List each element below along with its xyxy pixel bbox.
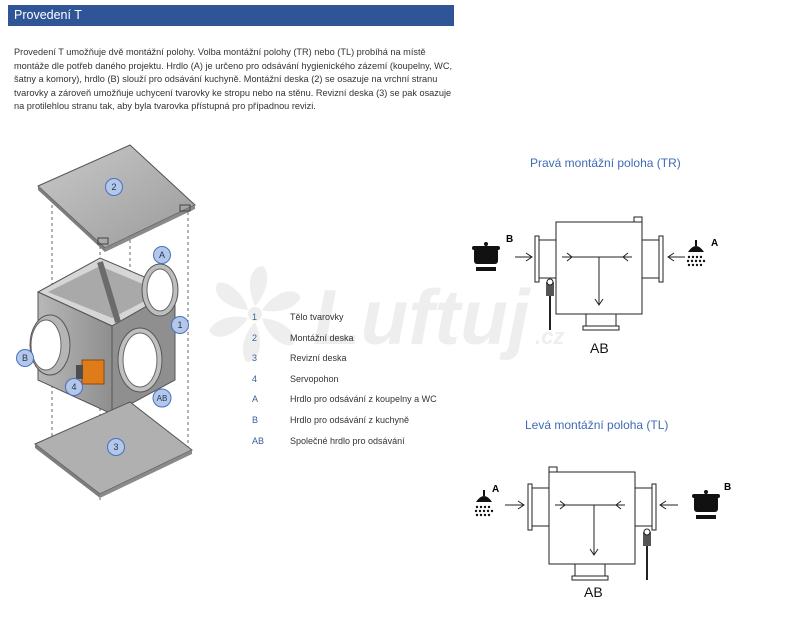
badge-A: A: [153, 246, 171, 264]
exploded-diagram: 2 A 1 B 4 AB 3: [16, 144, 196, 500]
svg-text:AB: AB: [157, 394, 168, 403]
legend-text: Společné hrdlo pro odsávání: [290, 435, 405, 446]
badge-AB: AB: [152, 388, 172, 408]
badge-2: 2: [105, 178, 123, 196]
svg-text:A: A: [492, 484, 499, 495]
legend-row: 4 Servopohon: [252, 374, 462, 395]
svg-text:A: A: [711, 238, 718, 249]
badge-3: 3: [107, 438, 125, 456]
svg-text:A: A: [159, 250, 165, 260]
mounting-plate: [37, 144, 196, 252]
svg-text:1: 1: [177, 320, 182, 330]
badge-B: B: [16, 349, 34, 367]
svg-text:B: B: [22, 353, 28, 363]
tr-servo: [546, 278, 554, 330]
section-title: Provedení T: [14, 8, 82, 22]
tl-outlet-label: AB: [584, 584, 603, 600]
legend-row: AB Společné hrdlo pro odsávání: [252, 436, 462, 457]
legend-row: A Hrdlo pro odsávání z koupelny a WC: [252, 394, 462, 415]
legend-row: 3 Revizní deska: [252, 353, 462, 374]
tl-schematic: A B: [474, 466, 731, 581]
tl-title: Levá montážní poloha (TL): [525, 418, 669, 432]
legend-text: Hrdlo pro odsávání z koupelny a WC: [290, 394, 437, 405]
svg-text:3: 3: [113, 442, 118, 452]
intro-paragraph: Provedení T umožňuje dvě montážní polohy…: [14, 47, 453, 112]
cooking-pot-icon: [472, 242, 500, 271]
servo-drive: [76, 359, 105, 385]
svg-text:4: 4: [71, 382, 76, 392]
legend-key: 3: [252, 353, 258, 364]
svg-text:B: B: [506, 234, 513, 245]
badge-1: 1: [171, 316, 189, 334]
legend-key: 4: [252, 373, 258, 384]
legend-key: B: [252, 414, 259, 425]
legend-key: 2: [252, 332, 258, 343]
tr-outlet-label: AB: [590, 340, 609, 356]
legend-row: B Hrdlo pro odsávání z kuchyně: [252, 415, 462, 436]
legend-text: Hrdlo pro odsávání z kuchyně: [290, 414, 410, 425]
shower-icon: [474, 490, 494, 517]
legend-text: Montážní deska: [290, 332, 354, 343]
fitting-body: [29, 257, 179, 415]
legend-key: A: [252, 394, 259, 405]
legend-row: 1 Tělo tvarovky: [252, 312, 462, 333]
legend-text: Tělo tvarovky: [290, 312, 344, 322]
tr-schematic: B A: [472, 216, 718, 331]
tr-title: Pravá montážní poloha (TR): [530, 156, 681, 170]
legend-row: 2 Montážní deska: [252, 333, 462, 354]
svg-text:B: B: [724, 482, 731, 493]
badge-4: 4: [65, 378, 83, 396]
legend-text: Revizní deska: [290, 353, 347, 364]
section-header: Provedení T: [8, 5, 454, 26]
shower-icon: [686, 240, 706, 267]
svg-text:2: 2: [111, 182, 116, 192]
tl-servo: [643, 528, 651, 580]
legend-key: 1: [252, 312, 258, 322]
cooking-pot-icon: [692, 490, 720, 519]
legend-key: AB: [252, 435, 265, 446]
parts-legend: 1 Tělo tvarovky 2 Montážní deska 3 Revizní de…: [252, 312, 462, 456]
legend-text: Servopohon: [290, 373, 339, 384]
